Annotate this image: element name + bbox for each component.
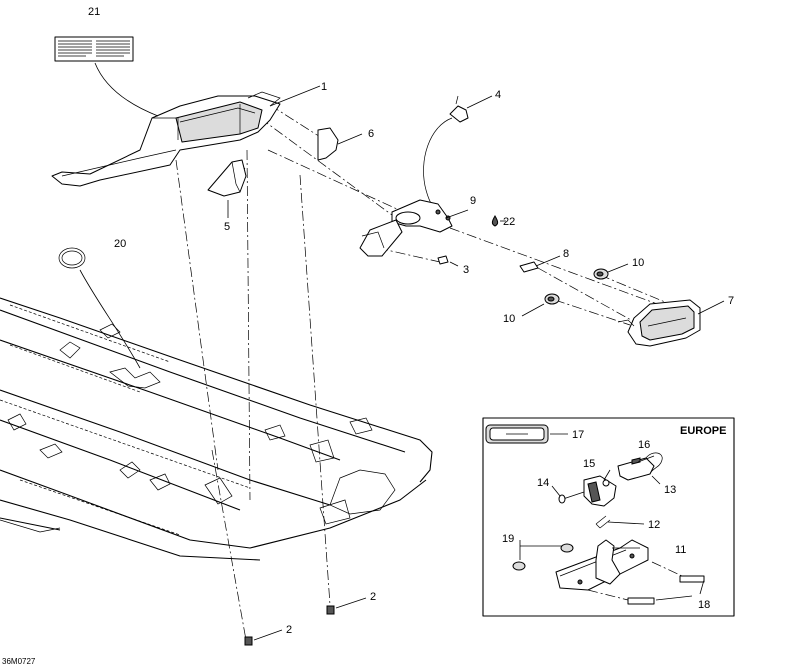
leader-lines — [79, 62, 725, 641]
callout-10-lower: 10 — [503, 313, 515, 325]
spring-clip-part-12 — [595, 515, 611, 529]
nut-part-15 — [602, 479, 610, 487]
clip-part-16 — [631, 457, 641, 465]
screw-part-3 — [437, 255, 449, 265]
bolt-part-14 — [558, 491, 585, 504]
bracket-part-5 — [207, 159, 247, 197]
callout-19: 19 — [502, 533, 514, 545]
connector-part — [449, 95, 469, 123]
rear-grab-handle-part — [51, 91, 281, 187]
callout-4: 4 — [495, 89, 501, 101]
region-label-europe: EUROPE — [680, 425, 726, 437]
warning-label-part — [54, 36, 134, 62]
tail-light-part — [617, 299, 701, 347]
grommet-part-a — [593, 268, 609, 280]
callout-20: 20 — [114, 238, 126, 250]
callout-labels: 21 1 6 5 4 9 22 3 8 10 10 7 20 2 2 17 16… — [2, 6, 734, 666]
callout-17: 17 — [572, 429, 584, 441]
callout-11: 11 — [675, 544, 686, 556]
bolt-part-18b — [627, 597, 655, 605]
callout-9: 9 — [470, 195, 476, 207]
cable-tie-part — [58, 247, 86, 269]
screw-part-2a — [326, 605, 335, 615]
nut-part-19b — [512, 561, 526, 571]
callout-8: 8 — [563, 248, 569, 260]
callout-22: 22 — [503, 216, 515, 228]
callout-3: 3 — [463, 264, 469, 276]
callout-2-lower: 2 — [286, 624, 292, 636]
callout-6: 6 — [368, 128, 374, 140]
wire-harness — [423, 117, 453, 215]
callout-21: 21 — [88, 6, 100, 18]
grommet-part-b — [544, 293, 560, 305]
bulb-part — [519, 261, 539, 273]
callout-15: 15 — [583, 458, 595, 470]
diagram-code: 36M0727 — [2, 657, 36, 666]
callout-5: 5 — [224, 221, 230, 233]
bolt-part-18a — [679, 575, 705, 583]
callout-14: 14 — [537, 477, 549, 489]
lamp-support-part — [359, 199, 453, 257]
screw-part-2b — [244, 636, 253, 646]
callout-1: 1 — [321, 81, 327, 93]
callout-2-upper: 2 — [370, 591, 376, 603]
callout-12: 12 — [648, 519, 660, 531]
nut-part-19a — [560, 543, 574, 553]
hook-bracket-part-13 — [617, 452, 663, 481]
callout-18: 18 — [698, 599, 710, 611]
callout-13: 13 — [664, 484, 676, 496]
plate-part-15 — [583, 475, 617, 507]
callout-16: 16 — [638, 439, 650, 451]
sealant-drop-icon — [491, 215, 499, 227]
callout-7: 7 — [728, 295, 734, 307]
bracket-part-6 — [317, 127, 339, 161]
europe-inset — [482, 417, 735, 617]
callout-10-upper: 10 — [632, 257, 644, 269]
badge-part-17 — [485, 424, 549, 444]
chassis-frame — [0, 297, 433, 561]
mount-plate-part-11 — [555, 539, 649, 591]
